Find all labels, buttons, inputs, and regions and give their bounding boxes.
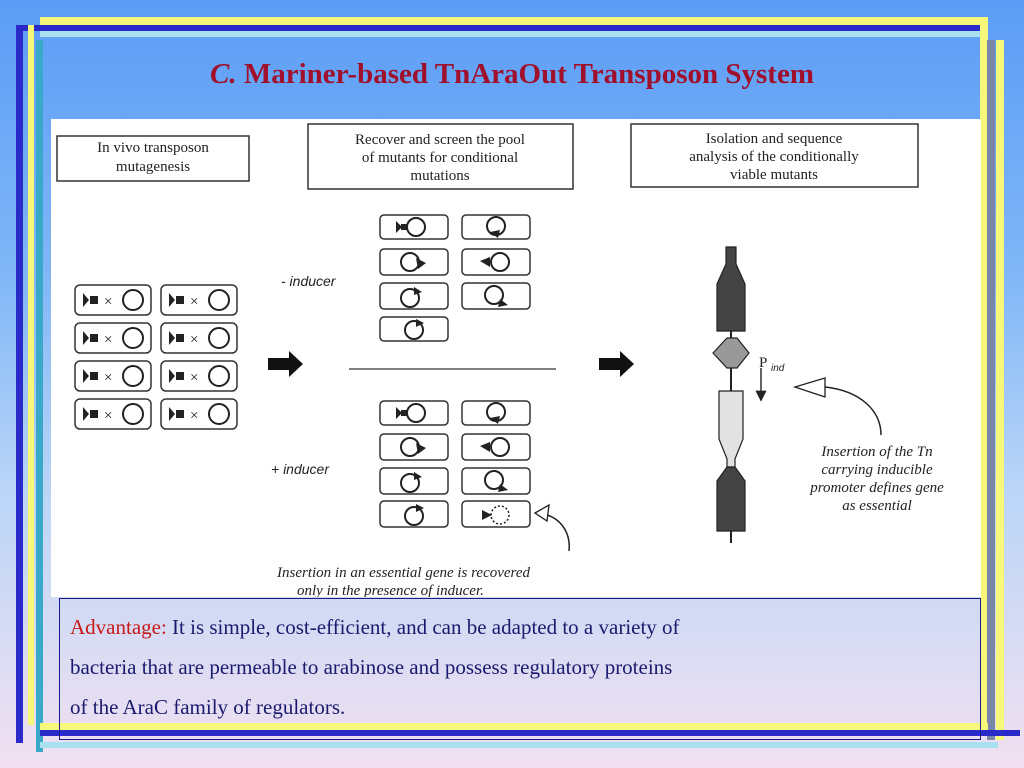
cross-symbol: × — [190, 370, 198, 386]
slide-title-lead: C. — [210, 58, 237, 90]
gene-map: P ind — [712, 246, 785, 543]
gene-disrupted — [718, 390, 744, 468]
tn-pointer-head — [792, 377, 826, 398]
promoter-label: P — [759, 355, 767, 371]
cross-symbol: × — [104, 408, 112, 424]
promoter-label-subscript: ind — [771, 363, 785, 374]
mutagenesis-box-line-2: mutagenesis — [116, 159, 190, 175]
frame-bar-top-blue — [16, 25, 988, 31]
label-plus-inducer: + inducer — [271, 461, 330, 477]
mutant-cell — [461, 282, 531, 310]
pool-cell: × — [160, 398, 238, 430]
pool-cell: × — [74, 398, 152, 430]
isolation-box-line-1: Isolation and sequence — [706, 131, 843, 147]
frame-bar-left-yellow — [28, 25, 34, 725]
gene-upstream — [716, 246, 746, 332]
isolation-box-line-2: analysis of the conditionally — [689, 149, 859, 165]
advantage-label: Advantage: — [70, 615, 167, 639]
slide-title-rest: Mariner-based TnAraOut Transposon System — [236, 58, 814, 90]
pool-cell: × — [74, 322, 152, 354]
cross-symbol: × — [190, 294, 198, 310]
advantage-line-1: Advantage: It is simple, cost-efficient,… — [70, 607, 970, 647]
mutant-pool-grid: × × × × — [74, 284, 238, 430]
mutant-cell — [379, 282, 449, 310]
isolation-box — [630, 123, 919, 188]
essential-pointer-head — [533, 503, 550, 523]
cross-symbol: × — [190, 332, 198, 348]
cross-symbol: × — [190, 408, 198, 424]
mutant-cell — [379, 433, 449, 461]
gene-downstream — [716, 466, 746, 532]
mutant-cell — [379, 316, 449, 342]
minus-inducer-mutants — [379, 214, 531, 342]
advantage-line-2: bacteria that are permeable to arabinose… — [70, 655, 673, 679]
plus-inducer-mutants — [379, 400, 531, 528]
mutant-cell — [461, 433, 531, 461]
label-minus-inducer: - inducer — [281, 273, 337, 289]
pool-cell: × — [160, 360, 238, 392]
recover-box-line-3: mutations — [410, 168, 469, 184]
mutant-cell — [379, 500, 449, 528]
mutant-cell — [461, 400, 531, 426]
cross-symbol: × — [104, 370, 112, 386]
advantage-line-3: of the AraC family of regulators. — [70, 695, 346, 719]
mutant-cell — [379, 467, 449, 495]
mutagenesis-box-line-1: In vivo transposon — [97, 140, 209, 156]
transposon-diagram: In vivo transposon mutagenesis Recover a… — [51, 119, 981, 597]
mutant-cell-essential — [461, 500, 531, 528]
slide-title: C. Mariner-based TnAraOut Transposon Sys… — [0, 58, 1024, 91]
mutagenesis-box — [56, 135, 250, 182]
mutant-cell — [379, 400, 449, 426]
frame-bar-right-slate — [987, 40, 995, 740]
frame-bar-top-yellow — [40, 17, 988, 25]
diagram-canvas: In vivo transposon mutagenesis Recover a… — [56, 123, 944, 597]
caption-tn-line-2: carrying inducible — [821, 462, 933, 478]
advantage-text-1: It is simple, cost-efficient, and can be… — [166, 615, 680, 639]
cross-symbol: × — [104, 332, 112, 348]
mutant-cell — [461, 467, 531, 495]
mutant-cell — [461, 248, 531, 276]
frame-bar-top-light — [40, 31, 988, 37]
pool-cell: × — [160, 284, 238, 316]
caption-essential-line-2: only in the presence of inducer. — [297, 583, 484, 597]
frame-bar-right-yellow — [980, 17, 988, 729]
frame-bar-left-blue — [16, 25, 23, 743]
caption-essential-line-1: Insertion in an essential gene is recove… — [276, 565, 530, 581]
recover-box-line-2: of mutants for conditional — [362, 150, 518, 166]
pool-cell: × — [74, 284, 152, 316]
transposon-element — [712, 337, 750, 369]
caption-tn-line-3: promoter defines gene — [809, 480, 944, 496]
recover-box-line-1: Recover and screen the pool — [355, 132, 525, 148]
frame-bar-bottom-light — [40, 742, 998, 748]
mutant-cell — [379, 248, 449, 276]
isolation-box-line-3: viable mutants — [730, 167, 818, 183]
flow-arrow-1 — [268, 351, 303, 377]
pool-cell: × — [74, 360, 152, 392]
caption-tn-line-1: Insertion of the Tn — [820, 444, 932, 460]
frame-bar-right-yellow-2 — [996, 40, 1004, 740]
mutant-cell — [461, 214, 531, 240]
flow-arrow-2 — [599, 351, 634, 377]
frame-bar-left-teal — [36, 40, 43, 752]
advantage-box: Advantage: It is simple, cost-efficient,… — [59, 598, 981, 740]
recover-box — [307, 123, 574, 190]
caption-tn-line-4: as essential — [842, 498, 912, 514]
frame-bar-bottom-yellow — [40, 723, 988, 730]
cross-symbol: × — [104, 294, 112, 310]
mutant-cell — [379, 214, 449, 240]
pool-cell: × — [160, 322, 238, 354]
tn-pointer-arrow — [824, 386, 882, 436]
frame-bar-bottom-blue — [40, 730, 1020, 736]
